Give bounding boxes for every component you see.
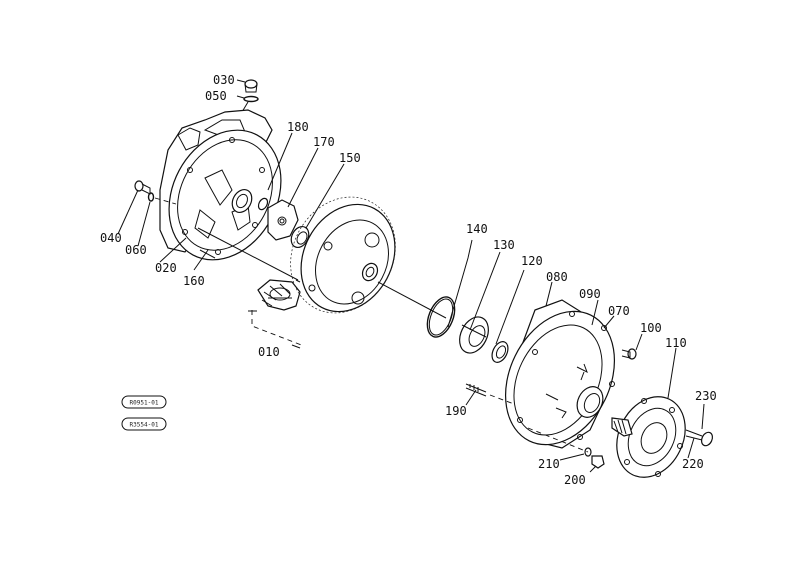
reference-stamp-bottom-text: R3554-01 bbox=[130, 422, 159, 429]
label-190: 190 bbox=[445, 404, 467, 418]
label-070: 070 bbox=[608, 304, 630, 318]
reference-stamp-top bbox=[121, 395, 167, 409]
bolt-100 bbox=[621, 348, 637, 360]
reference-stamp-top-text: R0951-01 bbox=[130, 400, 159, 407]
reference-stamp-bottom bbox=[121, 417, 167, 431]
reference-stamp-group: R0951-01 R3554-01 bbox=[121, 395, 167, 431]
label-050: 050 bbox=[205, 89, 227, 103]
label-020: 020 bbox=[155, 261, 177, 275]
snap-ring-140 bbox=[426, 296, 456, 338]
label-100: 100 bbox=[640, 321, 662, 335]
label-010: 010 bbox=[258, 345, 280, 359]
axle-housing-080 bbox=[504, 299, 616, 449]
plug-030 bbox=[244, 79, 258, 93]
stud-190 bbox=[465, 383, 487, 397]
label-150: 150 bbox=[339, 151, 361, 165]
part-labels: 030 050 180 170 150 040 060 020 160 010 … bbox=[100, 73, 717, 487]
label-200: 200 bbox=[564, 473, 586, 487]
label-160: 160 bbox=[183, 274, 205, 288]
bearing-130 bbox=[459, 316, 489, 354]
label-040: 040 bbox=[100, 231, 122, 245]
label-120: 120 bbox=[521, 254, 543, 268]
seal-180 bbox=[257, 197, 269, 211]
washer-060 bbox=[147, 192, 155, 202]
label-030: 030 bbox=[213, 73, 235, 87]
bolt-040 bbox=[134, 180, 151, 195]
label-080: 080 bbox=[546, 270, 568, 284]
housing-020 bbox=[159, 109, 282, 261]
label-140: 140 bbox=[466, 222, 488, 236]
axle-flange-110 bbox=[611, 396, 686, 478]
bevel-pinion-010 bbox=[257, 279, 301, 311]
label-060: 060 bbox=[125, 243, 147, 257]
nut-200 bbox=[591, 455, 605, 469]
label-230: 230 bbox=[695, 389, 717, 403]
gasket-170 bbox=[267, 199, 299, 241]
leader-lines bbox=[117, 79, 705, 473]
label-180: 180 bbox=[287, 120, 309, 134]
label-090: 090 bbox=[579, 287, 601, 301]
label-210: 210 bbox=[538, 457, 560, 471]
seal-120 bbox=[491, 341, 509, 363]
ring-gear bbox=[290, 196, 396, 314]
label-170: 170 bbox=[313, 135, 335, 149]
label-130: 130 bbox=[493, 238, 515, 252]
label-220: 220 bbox=[682, 457, 704, 471]
label-110: 110 bbox=[665, 336, 687, 350]
bolt-230 bbox=[685, 429, 714, 447]
